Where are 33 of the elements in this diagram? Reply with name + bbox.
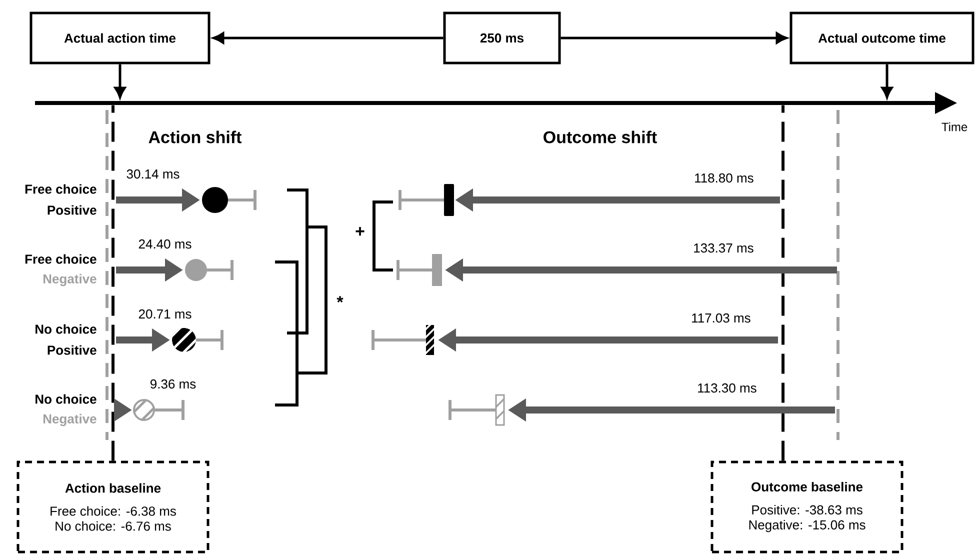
condition-label: Positive — [48, 205, 96, 215]
significance-mark: * — [336, 296, 344, 302]
value-label: 117.03 ms — [692, 313, 750, 323]
value-label: 9.36 ms — [150, 379, 196, 389]
baseline-box: Outcome baseline Positive: -38.63 ms Negative: -15.06 ms — [710, 460, 904, 554]
condition-label: Negative — [43, 274, 96, 286]
arrow — [881, 64, 893, 98]
dashed-line — [782, 105, 784, 461]
time-box: 250 ms — [443, 12, 561, 64]
value-label: 118.80 ms — [695, 173, 754, 183]
time-box: Actual action time — [30, 12, 210, 64]
section-heading: Outcome shift — [544, 130, 657, 144]
section-heading: Action shift — [148, 130, 242, 144]
value-label: 30.14 ms — [126, 169, 180, 179]
time-box: Actual outcome time — [790, 12, 974, 64]
value-label: 113.30 ms — [698, 383, 756, 393]
time-axis: Time — [35, 92, 968, 132]
value-label: 24.40 ms — [138, 239, 192, 249]
condition-label: Free choice — [25, 254, 96, 264]
arrow — [212, 32, 444, 44]
arrow — [560, 32, 788, 44]
dashed-line — [112, 105, 114, 461]
condition-label: No choice — [36, 324, 96, 334]
condition-label: Free choice — [25, 184, 96, 194]
value-label: 20.71 ms — [138, 309, 192, 319]
value-label: 133.37 ms — [694, 243, 754, 253]
arrow — [114, 64, 126, 98]
condition-label: Positive — [48, 345, 96, 355]
baseline-box: Action baseline Free choice: -6.38 ms No choice: -6.76 ms — [16, 460, 210, 554]
condition-label: No choice — [36, 394, 96, 404]
node-label: Time — [942, 122, 968, 132]
condition-label: Negative — [43, 414, 96, 426]
significance-mark: + — [356, 227, 364, 236]
